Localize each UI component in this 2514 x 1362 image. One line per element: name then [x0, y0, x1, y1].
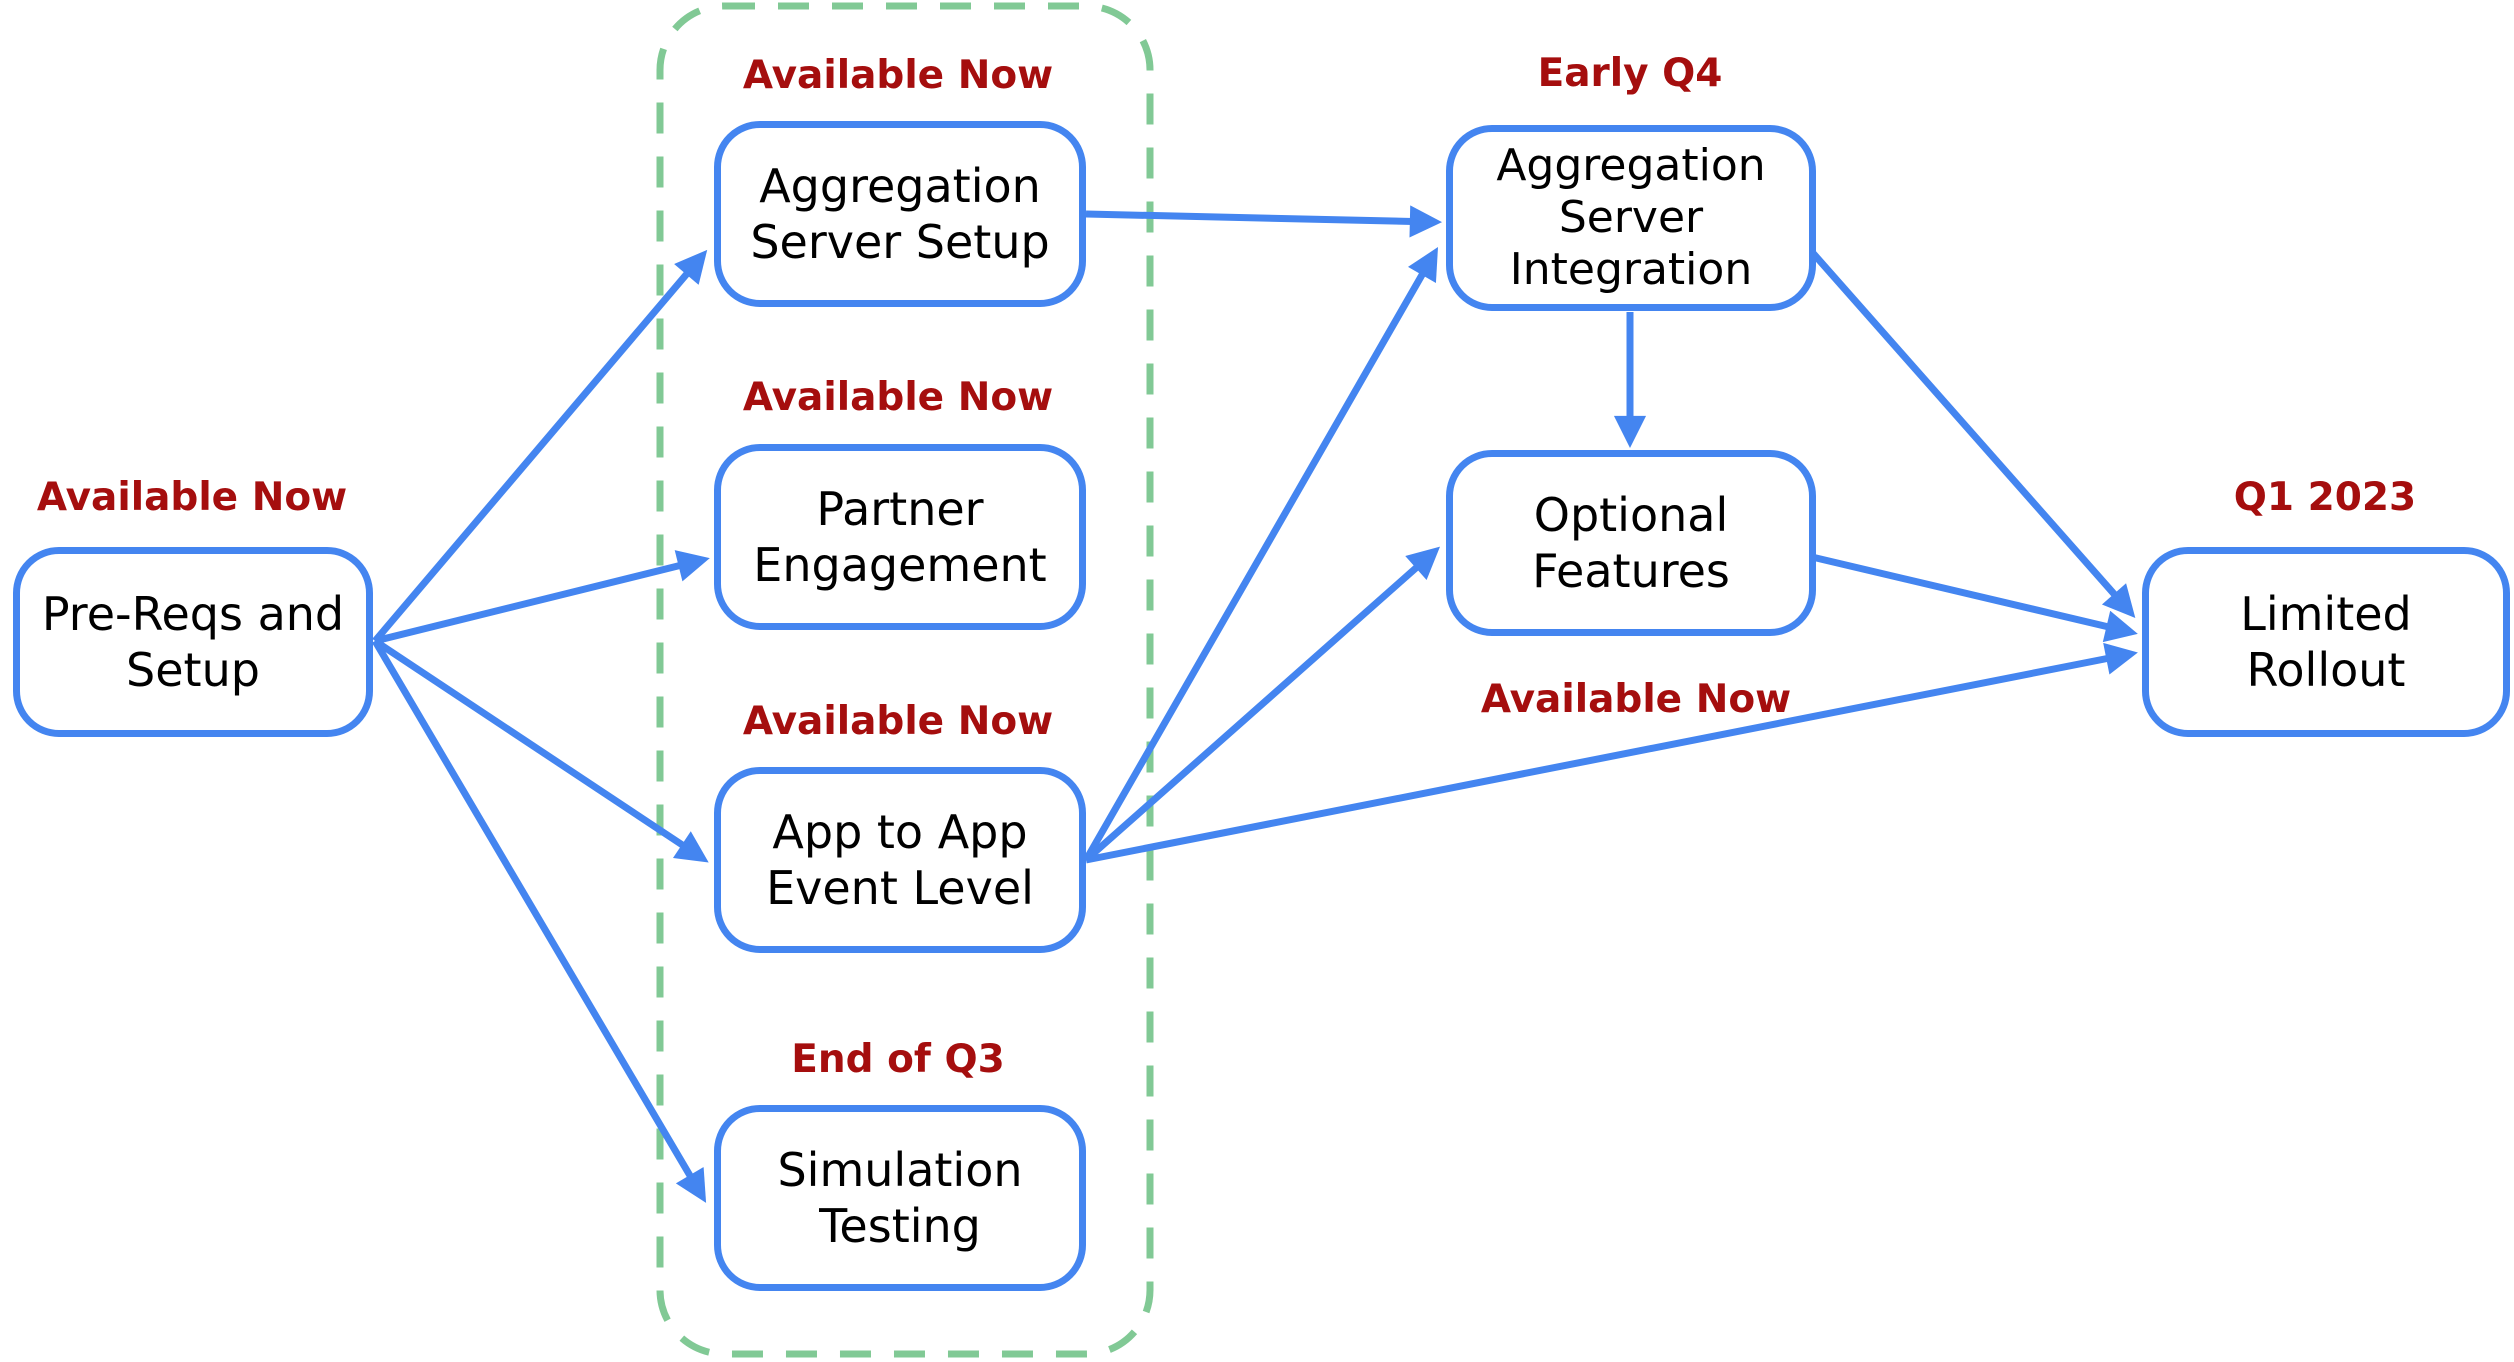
node-aggregation-server-setup: Aggregation Server Setup	[714, 121, 1086, 307]
status-label-pre-reqs-and-setup: Available Now	[36, 475, 348, 520]
node-label-pre-reqs-and-setup: Pre-Reqs and Setup	[41, 586, 345, 697]
node-optional-features: Optional Features	[1446, 450, 1816, 636]
edge-pre-reqs-to-aggregation-server-setup	[372, 249, 708, 644]
node-label-aggregation-server-integration: Aggregation Server Integration	[1496, 140, 1766, 295]
edge-app-to-app-to-limited-rollout	[1085, 642, 2138, 864]
edge-pre-reqs-to-partner-engagement	[374, 550, 710, 645]
node-label-partner-engagement: Partner Engagement	[753, 481, 1047, 592]
node-limited-rollout: Limited Rollout	[2142, 547, 2510, 737]
edge-pre-reqs-to-simulation-testing	[371, 639, 707, 1203]
edge-aggregation-server-integration-to-limited-rollout	[1809, 249, 2136, 619]
node-label-limited-rollout: Limited Rollout	[2240, 586, 2412, 697]
node-label-simulation-testing: Simulation Testing	[777, 1142, 1023, 1253]
node-label-aggregation-server-setup: Aggregation Server Setup	[750, 158, 1050, 269]
node-simulation-testing: Simulation Testing	[714, 1105, 1086, 1291]
status-label-aggregation-server-setup: Available Now	[742, 53, 1054, 98]
edge-aggregation-server-setup-to-aggregation-server-integration	[1085, 205, 1443, 238]
status-label-partner-engagement: Available Now	[742, 375, 1054, 420]
edge-app-to-app-to-optional-features	[1083, 546, 1441, 863]
status-label-optional-features: Available Now	[1480, 677, 1792, 722]
status-label-app-to-app-event-level: Available Now	[742, 699, 1054, 744]
status-label-simulation-testing: End of Q3	[791, 1037, 1005, 1082]
node-label-optional-features: Optional Features	[1532, 487, 1730, 598]
edge-app-to-app-to-aggregation-server-integration	[1082, 247, 1439, 862]
status-label-limited-rollout: Q1 2023	[2233, 475, 2417, 520]
node-app-to-app-event-level: App to App Event Level	[714, 767, 1086, 953]
node-pre-reqs-and-setup: Pre-Reqs and Setup	[13, 547, 373, 737]
available-now-group-outline	[656, 2, 1154, 1358]
node-partner-engagement: Partner Engagement	[714, 444, 1086, 630]
edge-pre-reqs-to-app-to-app-event-level	[373, 638, 709, 863]
edge-optional-features-to-limited-rollout	[1811, 553, 2138, 643]
node-aggregation-server-integration: Aggregation Server Integration	[1446, 125, 1816, 311]
status-label-aggregation-server-integration: Early Q4	[1537, 51, 1723, 96]
node-label-app-to-app-event-level: App to App Event Level	[766, 804, 1034, 915]
